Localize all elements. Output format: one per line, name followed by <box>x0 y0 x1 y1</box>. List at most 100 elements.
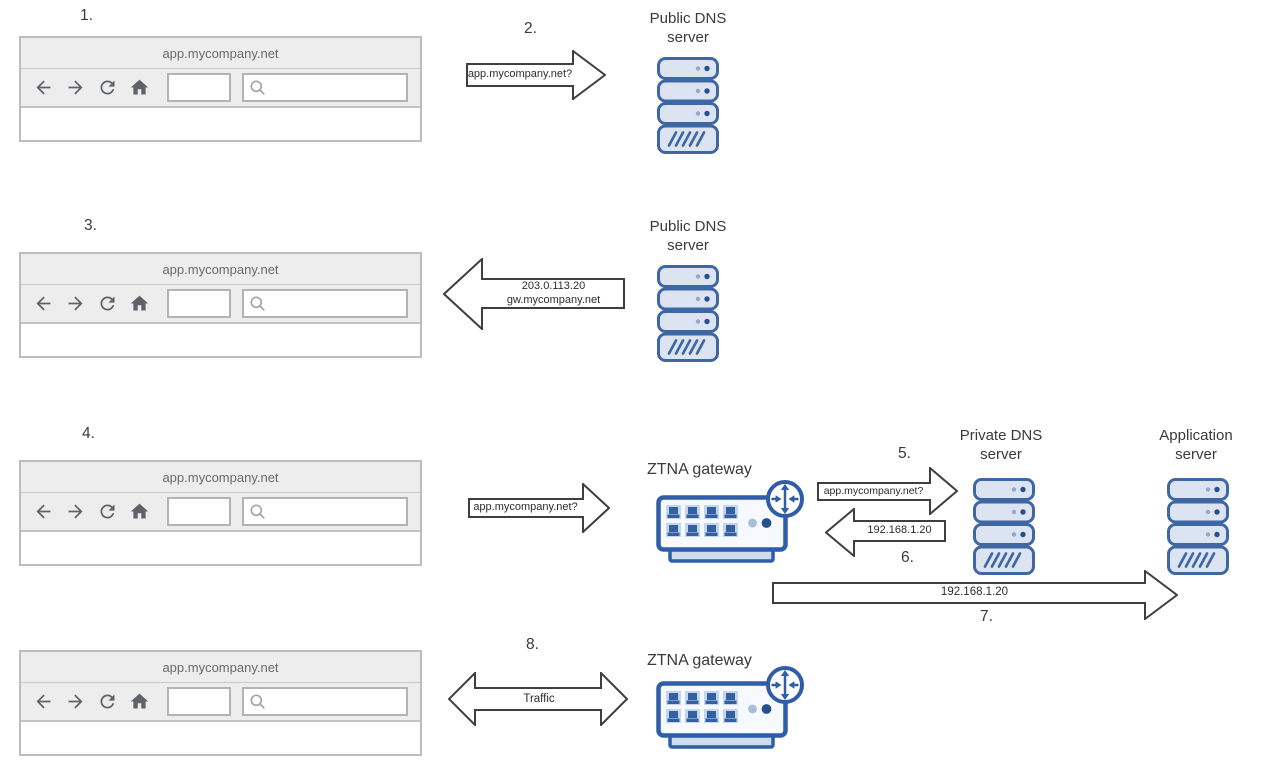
browser-menu-box <box>167 73 231 102</box>
server-vents <box>983 552 1022 568</box>
gateway-ports <box>666 505 738 537</box>
browser-search-field <box>242 497 408 526</box>
search-icon <box>250 504 265 519</box>
server-vents <box>667 339 706 355</box>
ztna-gateway-icon <box>656 480 804 563</box>
ztna-gateway-icon-1 <box>656 478 806 569</box>
private-dns-title: Private DNS server <box>959 427 1043 463</box>
arrow-step5-query-right <box>817 467 958 515</box>
browser-window: app.mycompany.net <box>19 650 422 756</box>
browser-toolbar <box>21 683 420 722</box>
browser-title-bar: app.mycompany.net <box>21 254 420 285</box>
step-label-8: 8. <box>526 636 539 653</box>
browser-toolbar <box>21 285 420 324</box>
server-rack-icon <box>973 478 1035 575</box>
home-icon <box>130 295 149 311</box>
step-label-5: 5. <box>898 445 911 462</box>
step-label-1: 1. <box>80 7 93 24</box>
browser-search-field <box>242 73 408 102</box>
server-status-leds <box>1205 486 1220 538</box>
ztna-gateway-icon-2 <box>656 664 806 755</box>
arrow-step6-label: 192.168.1.20 <box>867 524 932 537</box>
arrow-step3-label: 203.0.113.20 gw.mycompany.net <box>506 280 601 306</box>
step-label-3: 3. <box>84 217 97 234</box>
back-icon <box>36 504 51 519</box>
step-label-4: 4. <box>82 425 95 442</box>
browser-title-bar: app.mycompany.net <box>21 652 420 683</box>
browser-title-bar: app.mycompany.net <box>21 38 420 69</box>
ztna-gateway-title-1: ZTNA gateway <box>647 461 752 478</box>
browser-window: app.mycompany.net <box>19 36 422 142</box>
forward-icon <box>68 296 83 311</box>
server-status-leds <box>1011 486 1026 538</box>
public-dns-title-1: Public DNS server <box>649 10 727 46</box>
arrow-step7-label: 192.168.1.20 <box>940 586 1009 599</box>
browser-address: app.mycompany.net <box>162 45 279 61</box>
application-server-title: Application server <box>1159 427 1233 463</box>
server-vents <box>667 131 706 147</box>
browser-content-area <box>21 722 420 754</box>
reload-icon <box>100 694 115 709</box>
arrow-step2-label: app.mycompany.net? <box>467 68 573 81</box>
back-icon <box>36 694 51 709</box>
arrow-step2-query-right <box>466 50 606 100</box>
home-icon <box>130 503 149 519</box>
browser-content-area <box>21 108 420 140</box>
ztna-gateway-icon <box>656 666 804 749</box>
browser-toolbar <box>21 493 420 532</box>
gateway-led-light <box>748 518 757 528</box>
gateway-led-light <box>748 704 757 714</box>
arrow-step8-traffic-both <box>448 672 629 726</box>
browser-content-area <box>21 324 420 356</box>
traffic-direction-badge-icon <box>766 666 804 704</box>
browser-menu-box <box>167 687 231 716</box>
server-vents <box>1177 552 1216 568</box>
search-icon <box>250 296 265 311</box>
gateway-ports <box>666 691 738 723</box>
browser-address: app.mycompany.net <box>162 469 279 485</box>
browser-window: app.mycompany.net <box>19 252 422 358</box>
arrow-step7-connect-right <box>772 570 1178 620</box>
public-dns-server-icon-2 <box>657 265 719 367</box>
application-server-icon <box>1167 478 1229 580</box>
browser-toolbar <box>21 69 420 108</box>
search-icon <box>250 694 265 709</box>
arrow-step4-query-right <box>468 483 610 533</box>
arrow-step5-label: app.mycompany.net? <box>823 484 924 497</box>
forward-icon <box>68 80 83 95</box>
traffic-direction-badge-icon <box>766 480 804 518</box>
browser-window-slot-4: app.mycompany.net <box>19 650 422 756</box>
public-dns-server-icon-1 <box>657 57 719 159</box>
home-icon <box>130 79 149 95</box>
gateway-led-dark <box>761 518 772 528</box>
browser-address: app.mycompany.net <box>162 659 279 675</box>
browser-window-slot-1: app.mycompany.net <box>19 36 422 142</box>
forward-icon <box>68 694 83 709</box>
step-label-7: 7. <box>980 608 993 625</box>
server-rack-icon <box>657 57 719 154</box>
step-label-2: 2. <box>524 20 537 37</box>
server-rack-icon <box>1167 478 1229 575</box>
browser-menu-box <box>167 497 231 526</box>
reload-icon <box>100 80 115 95</box>
step-label-6: 6. <box>901 549 914 566</box>
arrow-step4-label: app.mycompany.net? <box>473 501 578 514</box>
browser-window-slot-2: app.mycompany.net <box>19 252 422 358</box>
private-dns-server-icon <box>973 478 1035 580</box>
back-icon <box>36 80 51 95</box>
arrow-step3-answer-left <box>443 258 625 330</box>
server-status-leds <box>695 273 710 325</box>
public-dns-title-2: Public DNS server <box>649 218 727 254</box>
browser-search-field <box>242 687 408 716</box>
reload-icon <box>100 296 115 311</box>
browser-search-field <box>242 289 408 318</box>
arrow-step8-label: Traffic <box>523 692 555 705</box>
back-icon <box>36 296 51 311</box>
browser-title-bar: app.mycompany.net <box>21 462 420 493</box>
forward-icon <box>68 504 83 519</box>
browser-window-slot-3: app.mycompany.net <box>19 460 422 566</box>
browser-content-area <box>21 532 420 564</box>
arrow-step6-answer-left <box>825 508 946 557</box>
browser-window: app.mycompany.net <box>19 460 422 566</box>
